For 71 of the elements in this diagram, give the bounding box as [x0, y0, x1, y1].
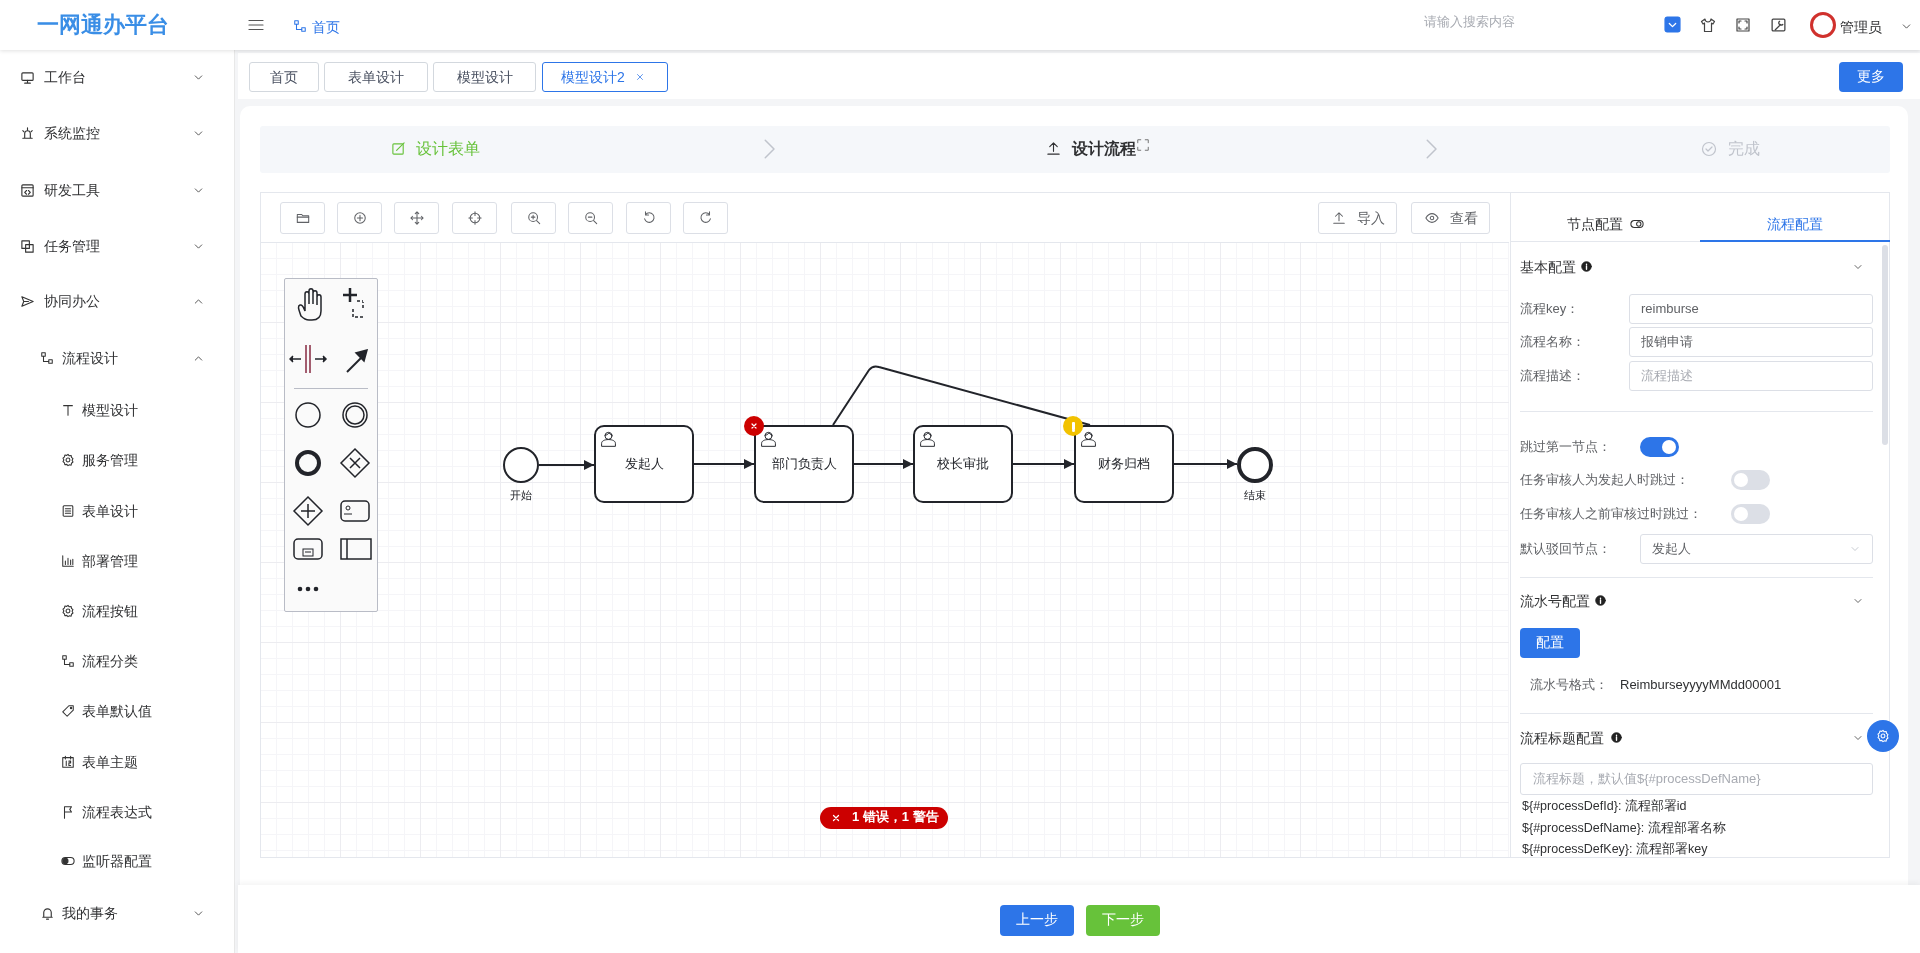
task-label: 部门负责人 — [770, 455, 838, 473]
user-name: 管理员 — [1840, 18, 1882, 37]
menu-item: 流程分类 — [82, 652, 138, 671]
field-label: 流程描述： — [1520, 367, 1585, 385]
tab-label: 节点配置 — [1567, 215, 1623, 234]
more-button: 更多 — [1839, 62, 1903, 92]
menu-item: 监听器配置 — [82, 852, 152, 871]
tab: 模型设计2 — [542, 62, 668, 92]
section-heading: 基本配置 — [1520, 258, 1576, 277]
previous-button: 上一步 — [1000, 904, 1074, 936]
search-field: 请输入搜索内容 — [1424, 12, 1515, 32]
menu-item: 部署管理 — [82, 552, 138, 571]
field-label: 任务审核人之前审核过时跳过： — [1520, 505, 1702, 523]
view-button: 查看 — [1411, 202, 1490, 234]
field-label: 跳过第一节点： — [1520, 438, 1611, 456]
menu-item: 流程按钮 — [82, 602, 138, 621]
menu-item: 工作台 — [44, 68, 86, 87]
arrow — [1012, 459, 1075, 469]
tab: 首页 — [249, 62, 319, 92]
help-text: ${#processDefId}: 流程部署id — [1522, 798, 1687, 815]
menu-item: 模型设计 — [82, 401, 138, 420]
help-text: ${#processDefKey}: 流程部署key — [1522, 841, 1708, 858]
menu-item: 流程设计 — [62, 349, 118, 368]
input-field: 流程描述 — [1629, 361, 1873, 391]
select-field: 发起人 — [1640, 534, 1873, 564]
tab: 模型设计 — [433, 62, 536, 92]
task-box — [913, 425, 1013, 503]
arrow — [693, 459, 755, 469]
tab: 表单设计 — [324, 62, 428, 92]
menu-item: 我的事务 — [62, 904, 118, 923]
task-box — [754, 425, 854, 503]
app-title: 一网通办平台 — [37, 15, 169, 35]
menu-item: 表单主题 — [82, 753, 138, 772]
menu-item: 服务管理 — [82, 451, 138, 470]
import-button: 导入 — [1318, 202, 1397, 234]
input-field: reimburse — [1629, 294, 1873, 324]
arrow — [1173, 459, 1238, 469]
config-button: 配置 — [1520, 628, 1580, 658]
menu-item: 表单设计 — [82, 502, 138, 521]
input-field: 报销申请 — [1629, 327, 1873, 357]
menu-item: 系统监控 — [44, 124, 100, 143]
field-label: 流程名称： — [1520, 333, 1585, 351]
error-badge: 1 错误，1 警告 — [820, 807, 948, 829]
help-text: ${#processDefName}: 流程部署名称 — [1522, 820, 1726, 837]
menu-item: 任务管理 — [44, 237, 100, 256]
task-label: 财务归档 — [1097, 455, 1151, 473]
node-caption: 结束 — [1243, 488, 1267, 503]
section-heading: 流程标题配置 — [1520, 729, 1604, 748]
menu-item: 流程表达式 — [82, 803, 152, 822]
format-value: ReimburseyyyyMMdd00001 — [1620, 676, 1782, 694]
next-button: 下一步 — [1086, 904, 1160, 936]
menu-item: 表单默认值 — [82, 702, 152, 721]
field-label: 流程key： — [1520, 300, 1580, 318]
tab-label: 流程配置 — [1767, 215, 1823, 234]
field-label: 任务审核人为发起人时跳过： — [1520, 471, 1689, 489]
step-label: 设计表单 — [416, 139, 480, 159]
step-label: 设计流程 — [1072, 139, 1136, 159]
task-box — [1074, 425, 1174, 503]
arrow — [538, 460, 595, 470]
task-box — [594, 425, 694, 503]
field-label: 流水号格式： — [1530, 676, 1608, 694]
menu-item: 研发工具 — [44, 181, 100, 200]
breadcrumb-link: 首页 — [312, 18, 340, 37]
text-area: 流程标题，默认值${#processDefName} — [1520, 763, 1873, 795]
task-label: 校长审批 — [936, 455, 990, 473]
node-caption: 开始 — [509, 488, 533, 503]
menu-item: 协同办公 — [44, 292, 100, 311]
task-label: 发起人 — [623, 455, 665, 473]
field-label: 默认驳回节点： — [1520, 540, 1611, 558]
arrow — [853, 459, 914, 469]
section-heading: 流水号配置 — [1520, 592, 1590, 611]
